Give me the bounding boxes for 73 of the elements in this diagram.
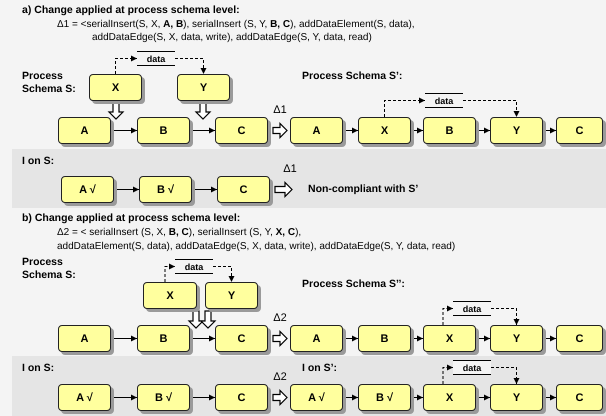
instance-band [12, 149, 606, 208]
block-arrow [272, 389, 288, 406]
task-box: C [556, 325, 603, 352]
task-box: B [137, 325, 190, 352]
section-heading: a) Change applied at process schema level: [22, 4, 241, 17]
edge-label: Δ2 [273, 312, 287, 324]
section-label: Process Schema S: [22, 256, 77, 282]
task-box: A [58, 117, 111, 144]
data-object: data [175, 259, 213, 274]
task-box: A √ [290, 384, 343, 411]
data-object: data [425, 93, 463, 108]
task-box: C [556, 117, 603, 144]
task-box: C [215, 384, 268, 411]
band-heading: I on S’: [302, 362, 337, 374]
edge-label: Δ1 [283, 162, 297, 174]
task-box: X [143, 282, 197, 309]
task-box: Y [490, 117, 543, 144]
task-box: C [217, 176, 270, 203]
task-box: B [423, 117, 476, 144]
formula-text: Δ2 = < serialInsert (S, X, B, C), serialInsert (S, Y, X, C), [57, 226, 302, 239]
section-label: Process Schema S’’: [302, 278, 406, 291]
task-box: X [89, 74, 142, 101]
edge-label: Δ1 [273, 104, 287, 116]
band-heading: I on S: [22, 155, 54, 167]
task-box: B [358, 325, 411, 352]
task-box: C [215, 325, 268, 352]
formula-text: addDataElement(S, data), addDataEdge(S, X, data, write), addDataEdge(S, Y, data, read) [57, 240, 456, 253]
task-box: Y [177, 74, 230, 101]
data-flow-arrow [115, 56, 138, 74]
task-box: A [290, 325, 343, 352]
status-text: Non-compliant with S’ [308, 181, 458, 197]
data-object: data [453, 301, 491, 316]
block-arrow [274, 181, 293, 198]
data-flow-arrow [490, 308, 520, 326]
task-box: C [556, 384, 603, 411]
data-flow-arrow [442, 306, 454, 326]
task-box: Y [490, 384, 543, 411]
task-box: X [358, 117, 411, 144]
task-box: A √ [61, 176, 114, 203]
task-box: B √ [358, 384, 411, 411]
data-flow-arrow [462, 100, 520, 118]
data-flow-arrow [212, 266, 234, 282]
data-flow-arrow [490, 367, 520, 384]
data-flow-arrow [384, 98, 426, 118]
task-box: B √ [137, 384, 190, 411]
section-label: Process Schema S’: [302, 70, 404, 83]
data-flow-arrow [164, 264, 176, 282]
task-box: A √ [58, 384, 111, 411]
task-box: B √ [139, 176, 192, 203]
task-box: B [137, 117, 190, 144]
section-heading: b) Change applied at process schema level: [22, 212, 242, 225]
data-object: data [453, 360, 491, 375]
band-heading: I on S: [22, 362, 54, 374]
block-arrow [194, 102, 212, 120]
data-object: data [137, 51, 175, 66]
edge-label: Δ2 [273, 370, 287, 382]
section-label: Process Schema S: [22, 70, 77, 96]
task-box: X [423, 384, 476, 411]
block-arrow [188, 310, 204, 329]
data-flow-arrow [442, 364, 454, 384]
instance-band [12, 356, 606, 416]
formula-text: Δ1 = <serialInsert(S, X, A, B), serialInsert (S, Y, B, C), addDataElement(S, data), addDataEdge(S, X, data, write), addDataEdge(S, Y, data, read) [57, 18, 416, 44]
block-arrow [108, 102, 124, 120]
block-arrow [272, 122, 288, 139]
block-arrow [272, 330, 288, 347]
task-box: A [290, 117, 343, 144]
task-box: A [58, 325, 111, 352]
data-flow-arrow [174, 58, 206, 74]
task-box: Y [205, 282, 258, 309]
block-arrow [200, 310, 216, 329]
task-box: Y [490, 325, 543, 352]
task-box: C [215, 117, 268, 144]
task-box: X [423, 325, 476, 352]
